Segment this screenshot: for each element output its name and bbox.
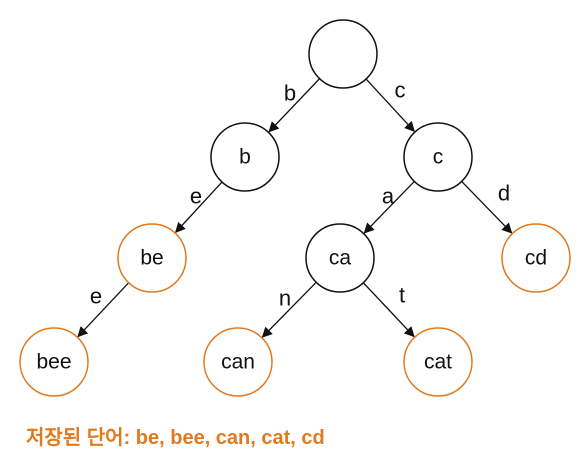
edge-label-ca-can: n [279,286,291,311]
node-label-cat: cat [424,351,452,374]
node-label-be: be [140,247,163,270]
edge-label-ca-cat: t [399,283,405,308]
edge-ca-can [261,281,317,338]
edge-b-be [175,181,223,234]
node-circle-cat [403,327,473,397]
stored-words-caption: 저장된 단어: be, bee, can, cat, cd [26,427,325,449]
node-circle-root [308,19,378,89]
edge-label-root-c: c [395,78,406,103]
node-circle-be [117,223,187,293]
edge-c-ca [363,180,415,234]
node-circle-ca [305,223,375,293]
node-root [308,19,378,89]
node-b: b [210,122,280,192]
edge-label-c-cd: d [498,181,510,206]
edge-root-c [365,78,415,133]
node-ca: ca [305,223,375,293]
edge-label-c-ca: a [382,184,395,209]
node-label-bee: bee [36,351,71,374]
node-cat: cat [403,327,473,397]
node-circle-bee [19,327,89,397]
edge-label-b-be: e [190,184,202,209]
node-circle-can [203,327,273,397]
node-can: can [203,327,273,397]
edge-c-cd [461,180,513,234]
edge-ca-cat [362,282,415,338]
node-circle-b [210,122,280,192]
node-label-c: c [433,146,444,169]
node-label-cd: cd [525,247,547,270]
node-circle-c [403,122,473,192]
node-label-ca: ca [329,247,352,270]
edge-be-bee [77,282,130,338]
edge-label-root-b: b [284,81,296,106]
node-label-can: can [221,351,255,374]
edge-label-be-bee: e [90,284,102,309]
node-be: be [117,223,187,293]
node-c: c [403,122,473,192]
node-cd: cd [501,223,571,293]
node-bee: bee [19,327,89,397]
edge-root-b [268,78,321,133]
node-circle-cd [501,223,571,293]
node-label-b: b [239,146,251,169]
